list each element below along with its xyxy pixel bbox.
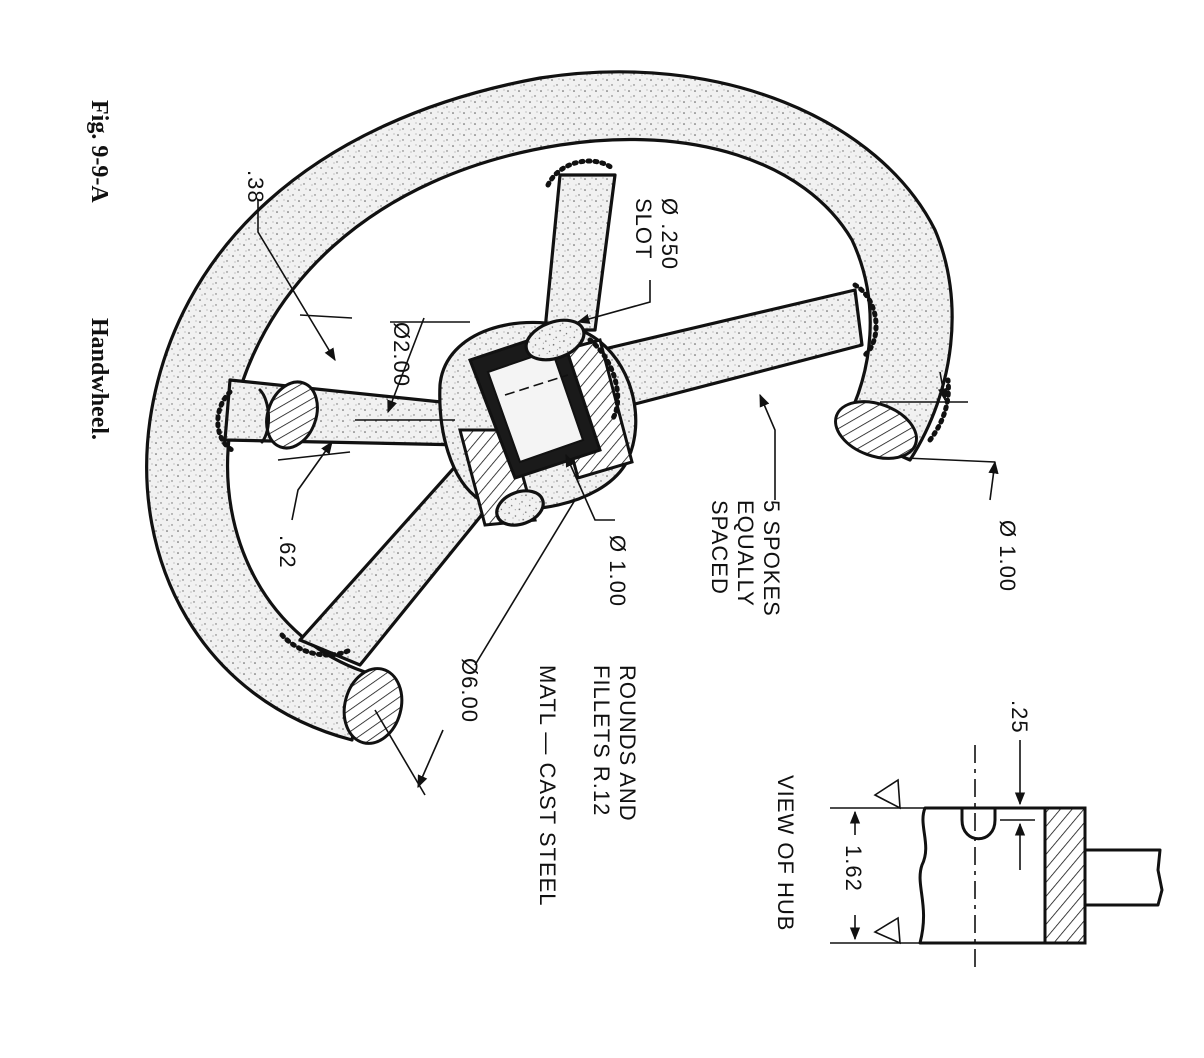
- dimension-lines: [257, 200, 999, 796]
- dim-hub: Ø2.00: [389, 322, 414, 387]
- note-rounds-1: ROUNDS AND: [615, 665, 640, 822]
- note-rounds-2: FILLETS R.12: [589, 665, 614, 816]
- spoke-right: [598, 288, 864, 412]
- note-spokes-1: 5 SPOKES: [759, 500, 784, 617]
- figure-title: Handwheel.: [86, 318, 112, 440]
- rim-section-bottom: [342, 667, 404, 745]
- note-spokes-2: EQUALLY: [733, 500, 758, 607]
- handwheel-rim: [145, 70, 954, 745]
- dim-bore: Ø 1.00: [605, 535, 630, 607]
- dim-spoke-a: .38: [243, 170, 268, 204]
- fillet-marks: [215, 158, 951, 658]
- note-material: MATL — CAST STEEL: [535, 665, 560, 907]
- dim-overall: Ø6.00: [457, 658, 482, 723]
- handwheel-hub: [438, 318, 638, 527]
- note-spokes-3: SPACED: [707, 500, 732, 595]
- dim-rim-section: Ø 1.00: [995, 520, 1020, 592]
- figure-number: Fig. 9-9-A: [86, 100, 112, 203]
- handwheel-spokes: [223, 173, 864, 667]
- dim-spoke-b: .62: [275, 535, 300, 569]
- figure-caption: Fig. 9-9-A Handwheel.: [86, 100, 112, 440]
- hub-view-length: 1.62: [841, 845, 866, 892]
- rim-section-top: [834, 400, 918, 460]
- dim-slot-1: Ø .250: [657, 198, 682, 270]
- hub-view-title: VIEW OF HUB: [773, 775, 798, 931]
- hub-view-slot-offset: .25: [1007, 700, 1032, 734]
- dim-slot-2: SLOT: [631, 198, 656, 259]
- notes: 5 SPOKES EQUALLY SPACED ROUNDS AND FILLE…: [535, 500, 784, 907]
- dimension-labels: Ø 1.00 Ø .250 SLOT Ø2.00 Ø 1.00 Ø6.00 .3…: [243, 170, 1020, 723]
- spoke-upper: [543, 173, 617, 332]
- spoke-left-section: [265, 380, 319, 450]
- hub-view-labels: VIEW OF HUB 1.62 .25: [773, 700, 1032, 931]
- hub-view: [830, 740, 1164, 970]
